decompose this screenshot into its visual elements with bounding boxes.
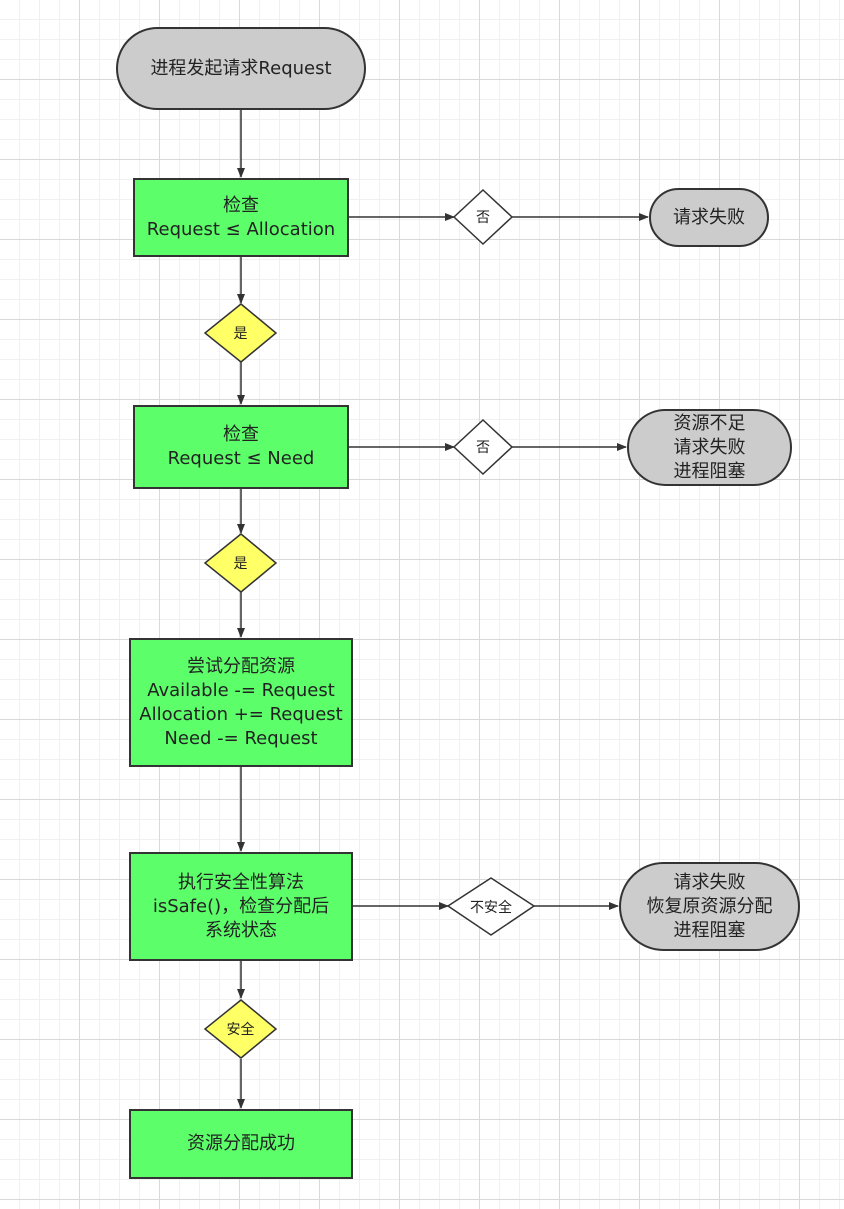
fail-3-node: 请求失败 恢复原资源分配 进程阻塞 bbox=[619, 862, 800, 951]
fail-2-line-3: 进程阻塞 bbox=[673, 460, 746, 482]
check-allocation-title: 检查 bbox=[222, 194, 259, 216]
safety-check-line-3: 系统状态 bbox=[204, 919, 277, 941]
fail-3-line-2: 恢复原资源分配 bbox=[646, 895, 773, 917]
try-allocate-title: 尝试分配资源 bbox=[187, 655, 295, 677]
safety-check-line-1: 执行安全性算法 bbox=[177, 871, 304, 893]
check-need-title: 检查 bbox=[223, 424, 259, 445]
try-allocate-available: Available -= Request bbox=[147, 679, 335, 701]
check-allocation-node: 检查 Request ≤ Allocation bbox=[133, 178, 349, 257]
decision-unsafe-diamond bbox=[446, 877, 536, 936]
fail-2-node: 资源不足 请求失败 进程阻塞 bbox=[627, 409, 792, 486]
try-allocate-need: Need -= Request bbox=[164, 727, 318, 749]
success-text: 资源分配成功 bbox=[187, 1133, 295, 1154]
try-allocate-node: 尝试分配资源 Available -= Request Allocation +… bbox=[129, 638, 353, 767]
safety-check-line-2: isSafe()，检查分配后 bbox=[152, 895, 330, 917]
fail-1-node: 请求失败 bbox=[649, 188, 769, 247]
fail-3-line-1: 请求失败 bbox=[673, 871, 746, 893]
fail-1-text: 请求失败 bbox=[673, 206, 745, 228]
start-text: 进程发起请求Request bbox=[150, 57, 332, 79]
check-need-node: 检查 Request ≤ Need bbox=[133, 405, 349, 489]
fail-3-line-3: 进程阻塞 bbox=[673, 919, 746, 941]
decision-yes-1-diamond bbox=[203, 303, 278, 363]
try-allocate-allocation: Allocation += Request bbox=[139, 703, 343, 725]
decision-no-2-diamond bbox=[452, 418, 514, 476]
decision-yes-2-diamond bbox=[203, 533, 278, 593]
safety-check-node: 执行安全性算法 isSafe()，检查分配后 系统状态 bbox=[129, 852, 353, 961]
check-allocation-condition: Request ≤ Allocation bbox=[146, 218, 336, 240]
decision-no-1-diamond bbox=[452, 188, 514, 246]
decision-safe-diamond bbox=[203, 999, 278, 1059]
fail-2-line-1: 资源不足 bbox=[673, 412, 746, 434]
check-need-condition: Request ≤ Need bbox=[167, 448, 315, 469]
fail-2-line-2: 请求失败 bbox=[673, 436, 746, 458]
success-node: 资源分配成功 bbox=[129, 1109, 353, 1179]
start-node: 进程发起请求Request bbox=[116, 27, 366, 110]
